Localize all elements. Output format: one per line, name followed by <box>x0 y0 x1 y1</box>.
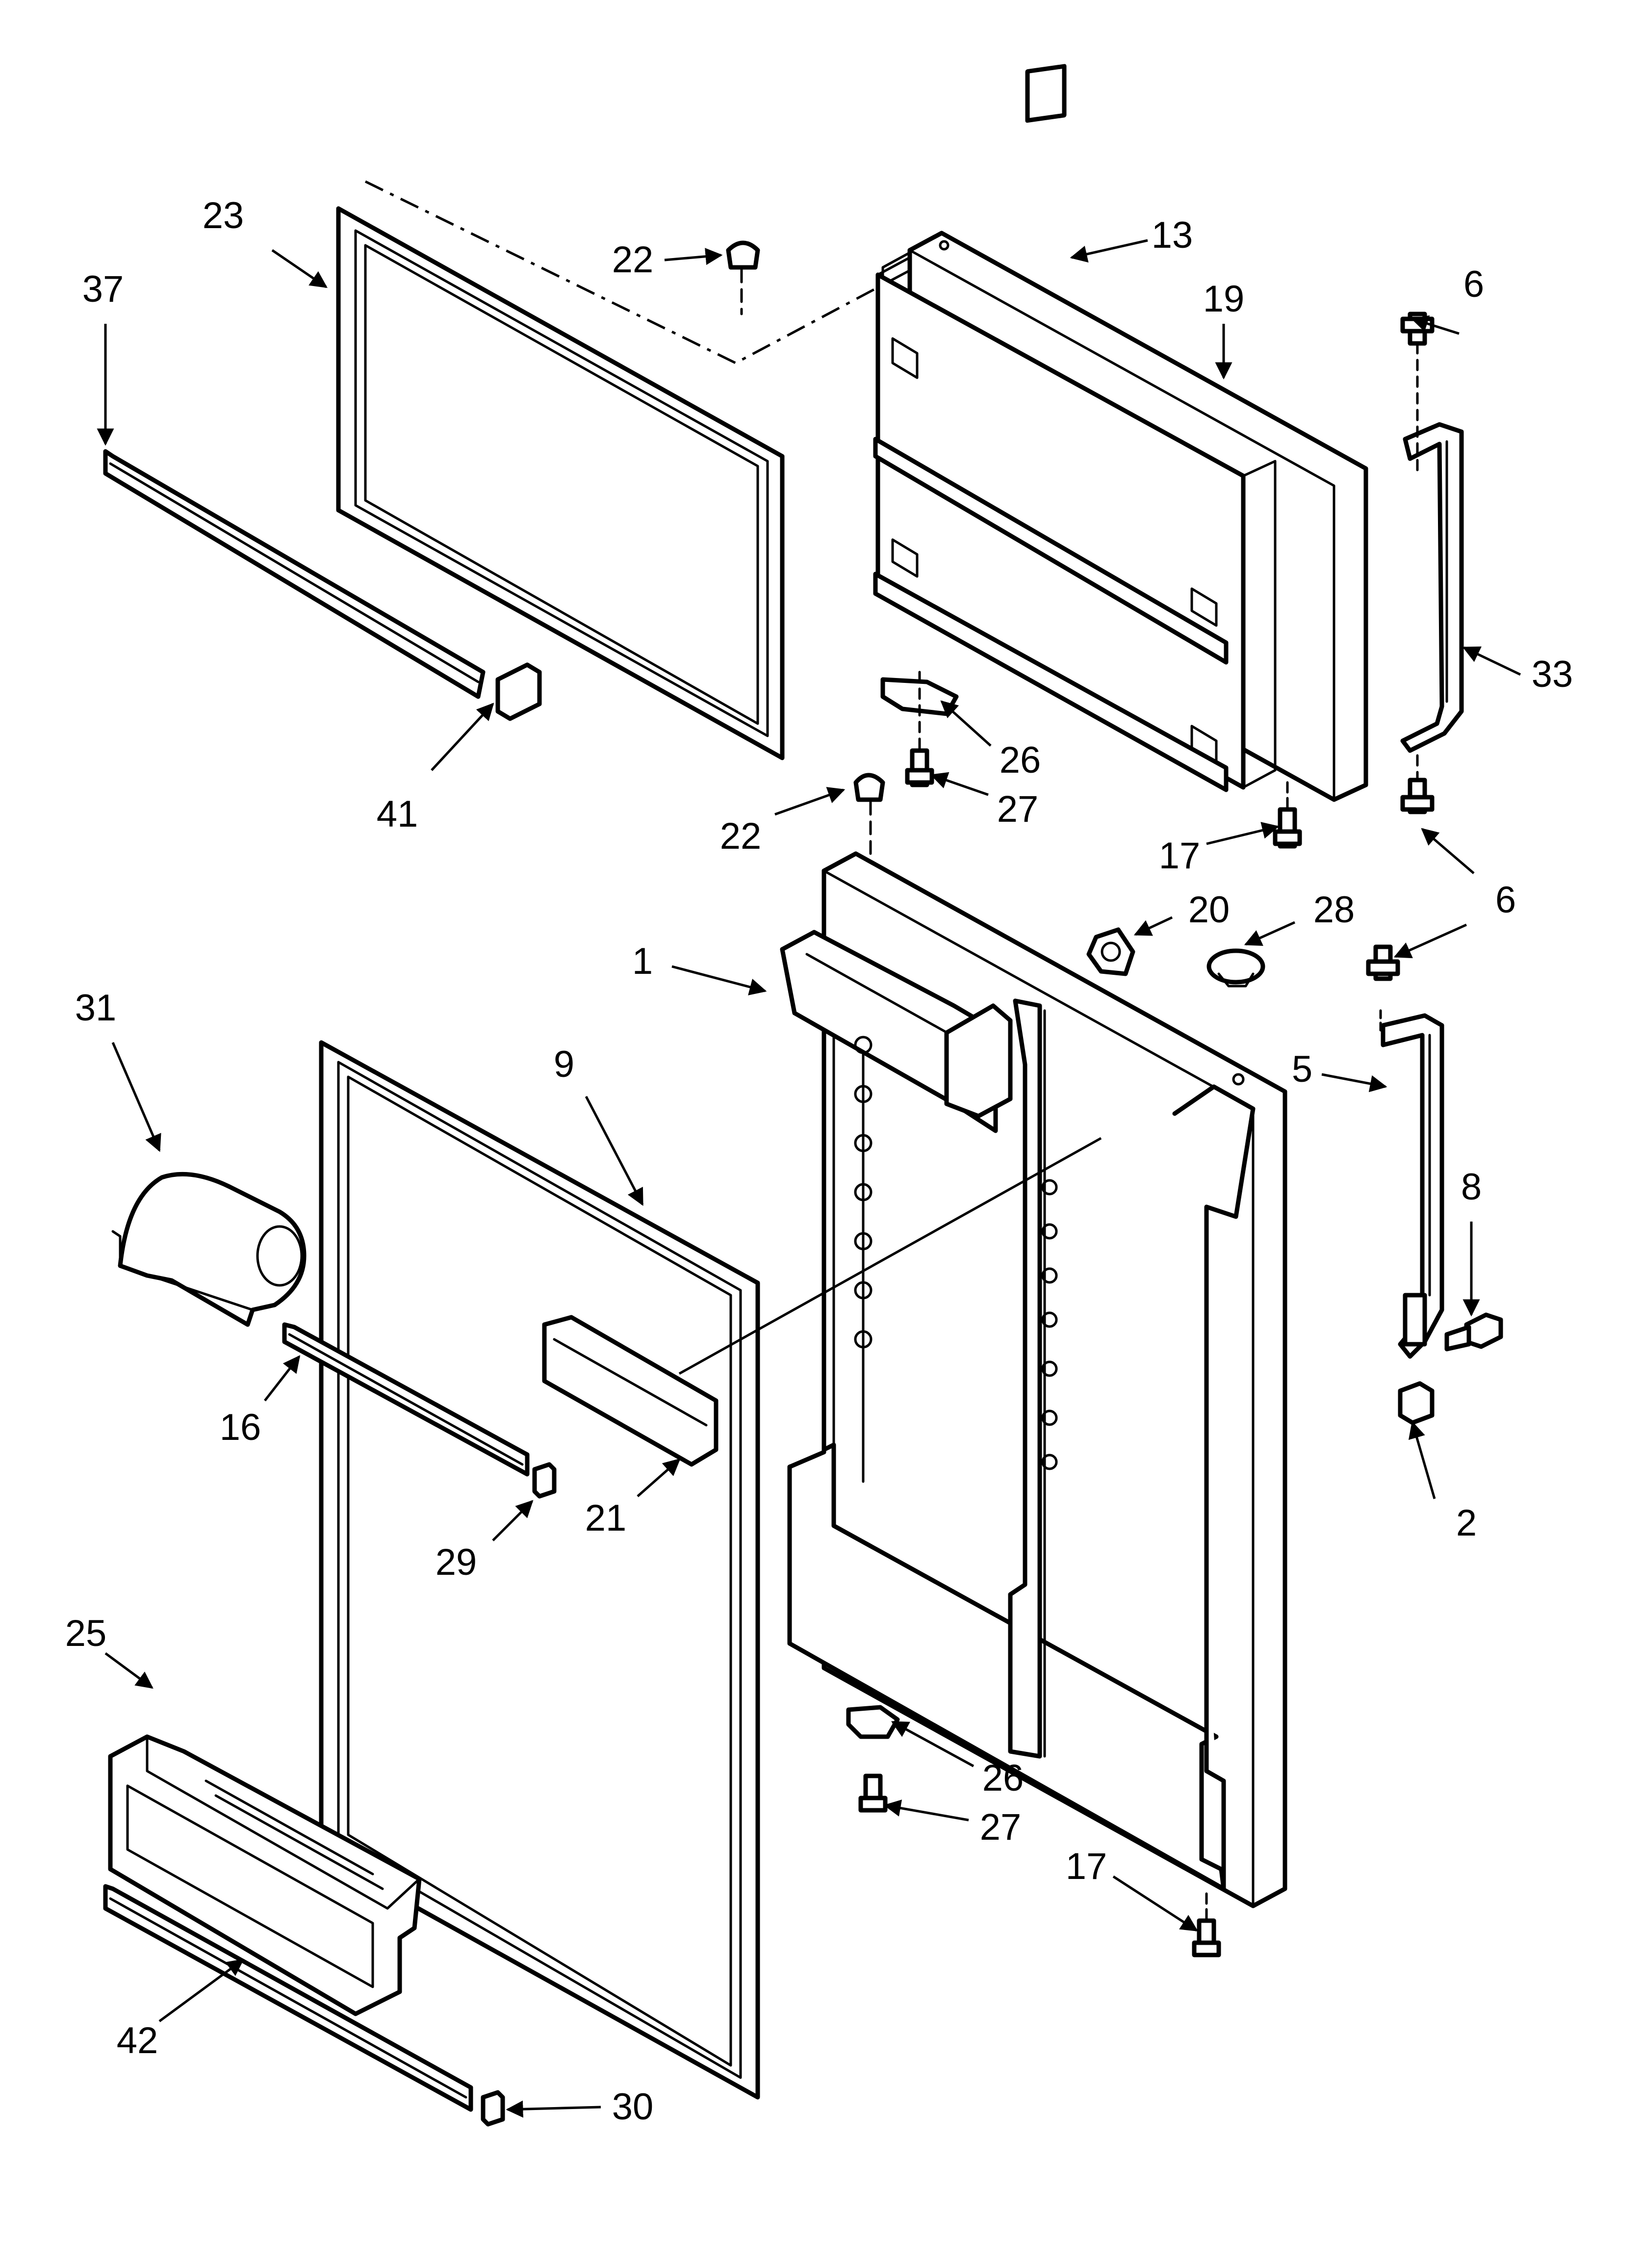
callout-26a: 26 <box>1000 739 1041 781</box>
freezer-door-label <box>1025 64 1067 123</box>
callout-17a: 17 <box>1159 835 1201 877</box>
callout-leaders <box>97 239 1521 2118</box>
callout-16: 16 <box>220 1407 261 1448</box>
freezer-handle <box>1400 312 1464 814</box>
callout-6-freezer-bottom: 6 <box>1495 879 1516 921</box>
callout-21: 21 <box>585 1497 627 1539</box>
callout-42: 42 <box>117 2020 158 2061</box>
callout-19: 19 <box>1203 278 1245 320</box>
fresh-food-door <box>780 851 1287 1908</box>
freezer-trim-strip <box>103 449 486 699</box>
callout-27a: 27 <box>997 788 1039 830</box>
callout-17b: 17 <box>1066 1846 1107 1887</box>
callout-5: 5 <box>1292 1048 1312 1090</box>
handle-screw-8 <box>1444 1312 1503 1352</box>
door-bin <box>108 1734 422 2016</box>
callout-33: 33 <box>1532 653 1573 695</box>
handle-clip-2 <box>1398 1381 1435 1425</box>
callout-30: 30 <box>612 2086 654 2128</box>
dairy-door <box>111 1172 307 1327</box>
callout-labels: 23 37 22 13 19 6 33 26 27 17 41 22 20 28… <box>65 195 1573 2128</box>
callout-2: 2 <box>1456 1502 1477 1544</box>
freezer-door-gasket <box>336 206 785 760</box>
callout-13: 13 <box>1152 214 1193 256</box>
end-cap-30 <box>481 2090 505 2127</box>
alignment-line-freezer <box>364 180 930 365</box>
callout-37: 37 <box>82 268 124 310</box>
callout-22b: 22 <box>720 815 762 857</box>
fresh-food-door-gasket <box>319 1040 760 2100</box>
lower-hinge-bracket <box>846 1705 900 1813</box>
callout-27c: 27 <box>980 1806 1022 1848</box>
callout-9: 9 <box>554 1043 574 1085</box>
butter-compartment-door <box>542 1315 718 1467</box>
fresh-food-door-screw <box>1192 1892 1221 1957</box>
leader-21-to-door <box>678 1137 1102 1375</box>
door-plug-28 <box>1206 948 1265 988</box>
strip-end-clip-upper <box>495 662 542 721</box>
callout-6a: 6 <box>1463 263 1484 305</box>
hinge-plug-lower <box>853 773 885 858</box>
hinge-plug-upper <box>726 240 760 315</box>
callout-1: 1 <box>632 940 653 982</box>
callout-28: 28 <box>1313 889 1355 931</box>
callout-8: 8 <box>1461 1166 1482 1208</box>
door-trim-strip <box>282 1322 530 1477</box>
end-cap-29 <box>532 1462 557 1499</box>
callout-20: 20 <box>1188 889 1230 931</box>
callout-22a: 22 <box>612 239 654 281</box>
door-stop-part <box>1086 927 1135 976</box>
bin-trim-strip <box>103 1884 473 2112</box>
callout-41: 41 <box>377 793 418 835</box>
callout-23: 23 <box>203 195 244 236</box>
callout-26b: 26 <box>982 1757 1024 1799</box>
freezer-door <box>873 231 1368 802</box>
callout-25: 25 <box>65 1613 107 1654</box>
callout-31: 31 <box>75 987 117 1029</box>
fresh-food-handle <box>1366 944 1444 1359</box>
shelf-stud-column-left <box>854 1036 872 1349</box>
shelf-stud-column-right <box>1041 1179 1058 1470</box>
freezer-hinge-bracket <box>880 671 959 787</box>
callout-29: 29 <box>436 1541 477 1583</box>
freezer-door-screw <box>1273 781 1302 849</box>
